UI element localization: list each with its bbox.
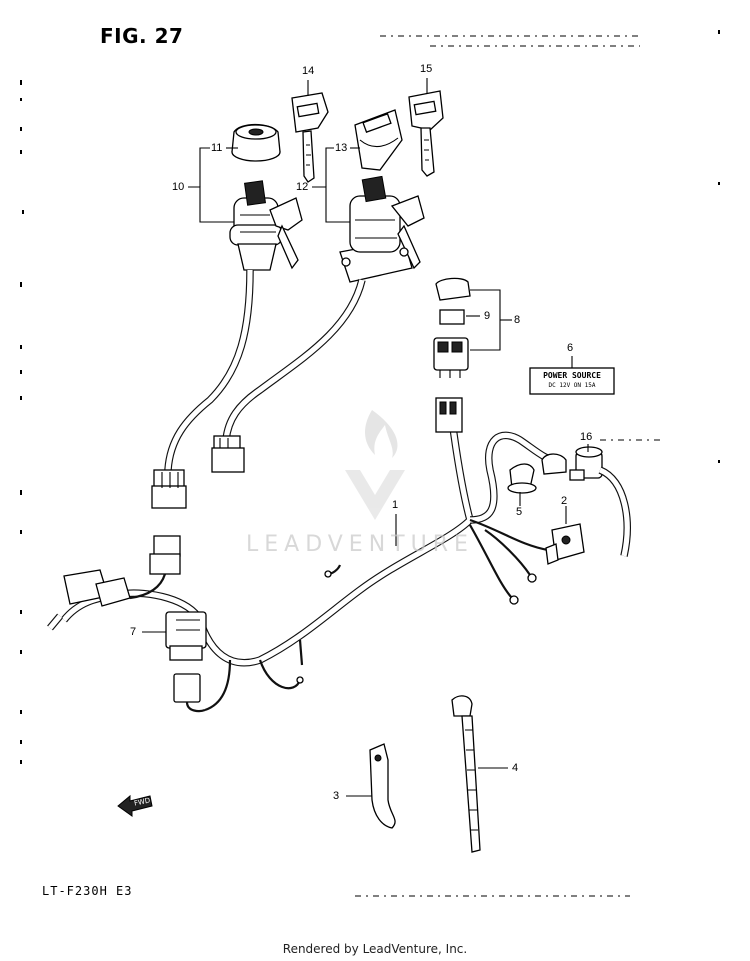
callout-11: 11 (211, 142, 223, 154)
callout-1: 1 (392, 499, 399, 511)
callout-2: 2 (561, 495, 568, 507)
key-14 (291, 92, 329, 183)
callout-6: 6 (567, 342, 574, 354)
margin-marks (20, 30, 720, 764)
callout-10: 10 (172, 181, 185, 193)
ignition-switch-10 (229, 180, 303, 271)
callout-16: 16 (580, 431, 593, 443)
watermark-logo (345, 410, 405, 520)
clamp-3 (369, 743, 396, 829)
terminals (296, 570, 537, 684)
connector-main-top (435, 397, 463, 433)
ignition-switch-12 (339, 175, 425, 283)
relay-7 (165, 611, 207, 661)
callout-3: 3 (333, 790, 340, 802)
render-credit: Rendered by LeadVenture, Inc. (282, 942, 468, 956)
watermark-text: LEADVENTURE (246, 532, 474, 557)
clamp-5 (507, 463, 537, 494)
callout-13: 13 (335, 142, 348, 154)
callout-14: 14 (302, 65, 315, 77)
model-code: LT-F230H E3 (42, 884, 133, 898)
fuse-box-8 (433, 277, 471, 378)
connector-switch-12 (211, 435, 245, 473)
power-source-line2: DC 12V ON 15A (548, 382, 596, 389)
callout-12: 12 (296, 181, 309, 193)
label-6 (529, 367, 615, 395)
cap-13 (354, 109, 403, 171)
key-15 (408, 90, 444, 177)
power-source-line1: POWER SOURCE (543, 371, 601, 380)
figure-title: FIG. 27 (100, 24, 184, 48)
cap-11 (231, 123, 281, 162)
connector-lower (173, 673, 206, 713)
switch-2 (545, 523, 585, 565)
callout-8: 8 (514, 314, 521, 326)
forward-arrow (117, 794, 153, 817)
sensor-16 (541, 446, 631, 557)
connector-cluster-left (47, 535, 181, 631)
callout-5: 5 (516, 506, 523, 518)
callout-7: 7 (130, 626, 137, 638)
callout-4: 4 (512, 762, 519, 774)
callout-15: 15 (420, 63, 433, 75)
callout-lines (142, 78, 589, 797)
cable-tie-4 (451, 695, 481, 853)
connector-switch-10 (151, 469, 187, 509)
power-source-label: POWER SOURCE DC 12V ON 15A (532, 371, 612, 390)
callout-9: 9 (484, 310, 491, 322)
